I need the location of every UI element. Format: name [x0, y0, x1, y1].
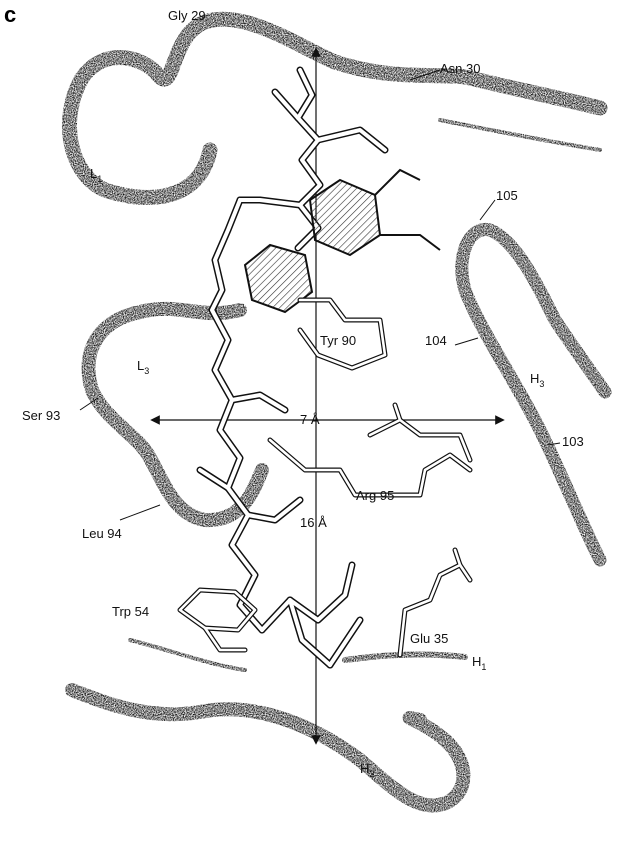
label-leu94: Leu 94 [82, 526, 122, 541]
ribbon-h3-strand [455, 223, 612, 567]
label-glu35: Glu 35 [410, 631, 448, 646]
label-depth-distance: 16 Å [300, 515, 327, 530]
arg95-sidechain [267, 437, 473, 498]
label-104: 104 [425, 333, 447, 348]
ribbon-l3-loop [81, 301, 269, 528]
ribbon-h1-strand [342, 651, 468, 663]
backbone-ribbons [62, 11, 612, 813]
leader-lines [79, 69, 561, 521]
ribbon-trp-strand [128, 638, 247, 672]
label-arg95: Arg 95 [356, 488, 394, 503]
ribbon-l1-loop [62, 11, 608, 205]
side-chains [177, 297, 473, 658]
label-trp54: Trp 54 [112, 604, 149, 619]
aromatic-ring-upper [308, 178, 382, 257]
ribbon-h2-strand [65, 683, 471, 813]
ribbon-upper-strand [438, 118, 602, 152]
ligand-chain [196, 66, 389, 669]
label-asn30: Asn 30 [440, 61, 480, 76]
label-h3: H3 [530, 371, 544, 389]
label-105: 105 [496, 188, 518, 203]
label-l1: L1 [90, 166, 102, 184]
label-h1: H1 [472, 654, 486, 672]
aromatic-rings [243, 168, 441, 314]
label-ser93: Ser 93 [22, 408, 60, 423]
label-gly29: Gly 29 [168, 8, 206, 23]
label-tyr90: Tyr 90 [320, 333, 356, 348]
label-l3: L3 [137, 358, 149, 376]
label-width-distance: 7 Å [300, 412, 320, 427]
panel-letter: c [4, 2, 16, 27]
label-h2: H2 [360, 761, 374, 779]
label-103: 103 [562, 434, 584, 449]
aromatic-ring-lower [243, 243, 314, 314]
